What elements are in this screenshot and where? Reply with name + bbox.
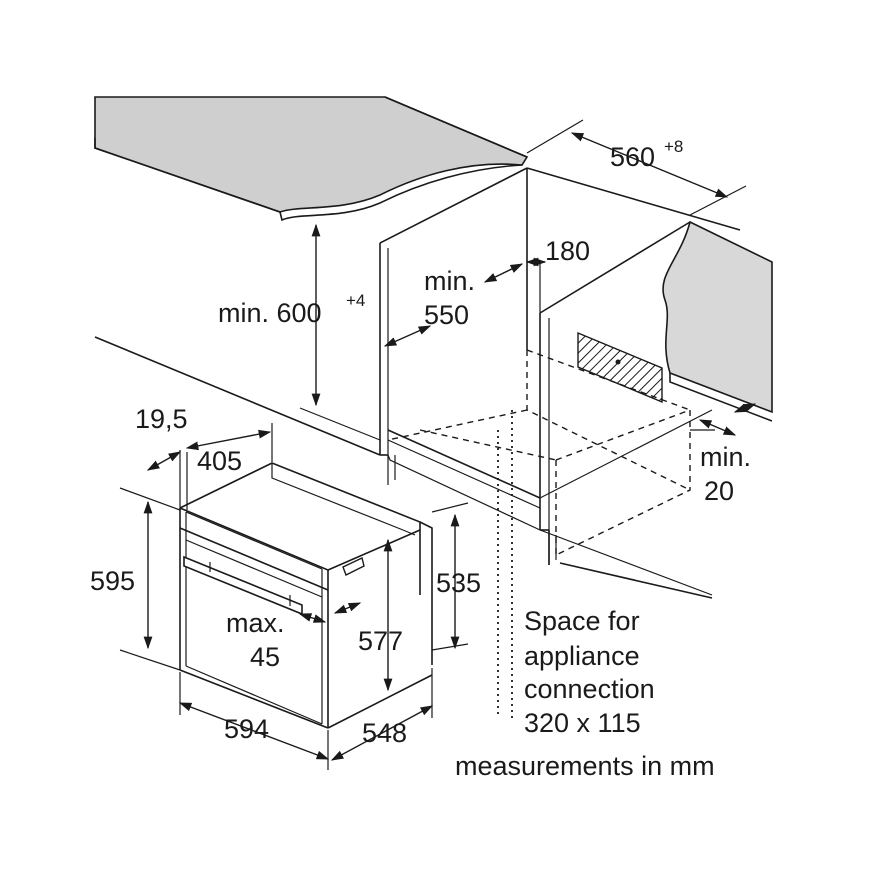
dim-line-594 (178, 702, 330, 760)
note-line-1: Space for (524, 606, 640, 636)
label-min-550-line2: 550 (424, 300, 469, 330)
label-405: 405 (197, 446, 242, 476)
dim-line-548 (330, 705, 434, 761)
label-548: 548 (362, 718, 407, 748)
left-worktop (94, 96, 529, 222)
dim-line-560 (570, 132, 729, 198)
label-560: 560 (610, 142, 655, 172)
label-min-20-line2: 20 (704, 476, 734, 506)
label-594: 594 (224, 714, 269, 744)
connection-note: Space for appliance connection 320 x 115… (455, 606, 715, 781)
dim-line-550-right (483, 263, 524, 283)
dim-line-20 (733, 403, 757, 413)
note-line-2: appliance (524, 641, 640, 671)
label-560-tolerance: +8 (664, 137, 683, 156)
label-max-45-line2: 45 (250, 642, 280, 672)
note-line-3: connection (524, 674, 655, 704)
label-180: 180 (545, 236, 590, 266)
right-side-panel (662, 220, 773, 422)
hidden-edges (387, 349, 691, 556)
dim-line-19-5 (146, 451, 182, 471)
label-min-600-tolerance: +4 (346, 291, 365, 310)
dim-line-405 (185, 429, 272, 451)
label-max-45-line1: max. (226, 608, 285, 638)
dimension-lines (119, 119, 757, 770)
label-535: 535 (436, 568, 481, 598)
label-577: 577 (358, 626, 403, 656)
label-19-5: 19,5 (135, 404, 188, 434)
label-min-600: min. 600 (218, 298, 322, 328)
connection-area (497, 331, 663, 718)
dim-line-550-left (383, 325, 432, 347)
label-min-550-line1: min. (424, 266, 475, 296)
label-min-20-line1: min. (700, 442, 751, 472)
dim-line-45 (298, 613, 327, 623)
note-line-4: 320 x 115 (524, 708, 641, 738)
cabinet-outline (94, 167, 741, 599)
units-note: measurements in mm (455, 751, 715, 781)
label-595: 595 (90, 566, 135, 596)
oven (179, 462, 433, 729)
dimension-labels: min. 600 +4 min. 550 180 560 +8 min. 20 … (90, 137, 751, 748)
